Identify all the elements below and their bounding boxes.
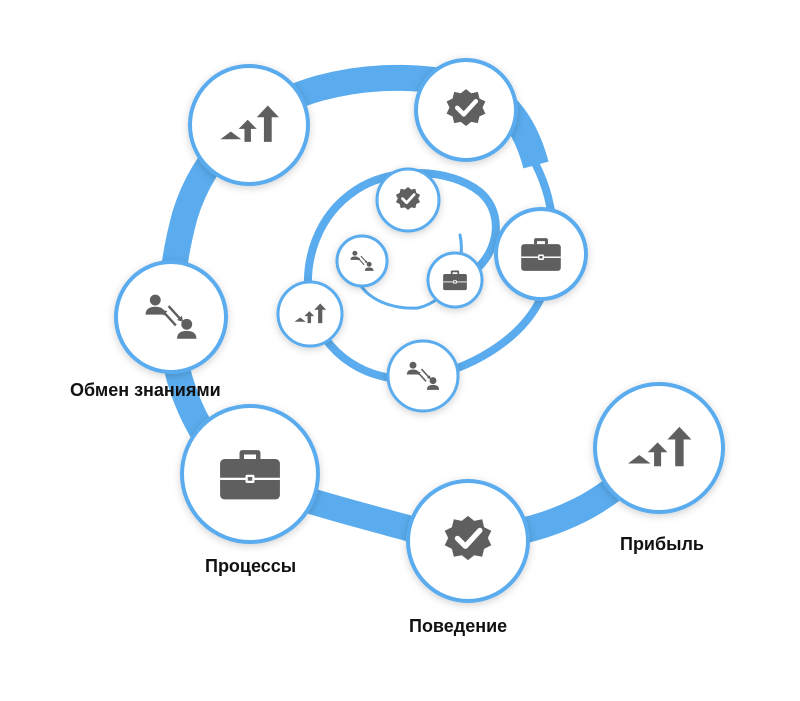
label-behavior: Поведение (409, 616, 508, 636)
node-circle (386, 339, 460, 413)
label-knowledge-exchange: Обмен знаниями (70, 380, 221, 400)
node-outer-exchange (114, 260, 228, 374)
node-mid-briefcase (426, 251, 484, 309)
node-mid-badge (375, 167, 441, 233)
node-inner-exchange (335, 234, 389, 288)
node-outer-growth (188, 64, 310, 186)
node-behavior (406, 479, 530, 603)
node-profit (593, 382, 725, 514)
label-processes: Процессы (205, 556, 297, 576)
node-outer-badge (414, 58, 518, 162)
node-circle (114, 260, 228, 374)
node-outer-briefcase (494, 207, 588, 301)
node-mid-exchange (386, 339, 460, 413)
node-mid-growth (276, 280, 344, 348)
node-circle (335, 234, 389, 288)
node-processes (180, 404, 320, 544)
label-profit: Прибыль (620, 534, 704, 554)
